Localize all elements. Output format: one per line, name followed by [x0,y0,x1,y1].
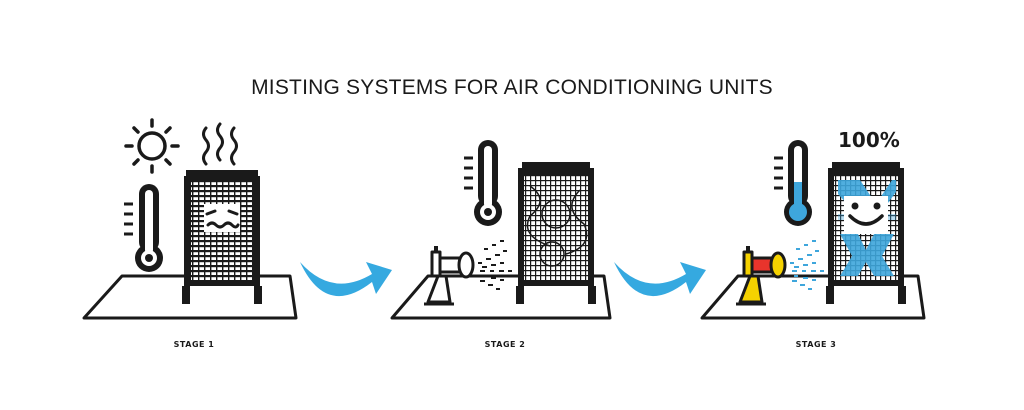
misting-nozzle-icon [424,246,475,306]
stage-3-illustration [700,140,926,320]
mist-spray [790,240,824,290]
ac-unit-icon [182,170,262,304]
mist-spray [478,240,512,290]
heat-waves-icon [202,122,238,166]
ac-unit-icon [516,162,596,304]
sun-icon [124,118,180,174]
thermometer-icon [124,184,163,272]
worried-face-icon [204,204,240,232]
thermometer-icon [774,140,812,226]
misting-nozzle-icon [736,246,787,306]
diagram-title: MISTING SYSTEMS FOR AIR CONDITIONING UNI… [251,76,773,99]
stage-2-label: STAGE 2 [484,340,526,349]
flow-arrow-icon [300,262,392,297]
stage-2-illustration [390,140,612,320]
efficiency-label: 100% [838,128,900,152]
stage-1-illustration [82,118,298,320]
flow-arrow-icon [614,262,706,297]
smiley-face-icon [844,196,888,234]
stage-3-label: STAGE 3 [795,340,837,349]
ac-unit-icon [826,162,906,304]
thermometer-icon [464,140,502,226]
stage-1-label: STAGE 1 [173,340,215,349]
